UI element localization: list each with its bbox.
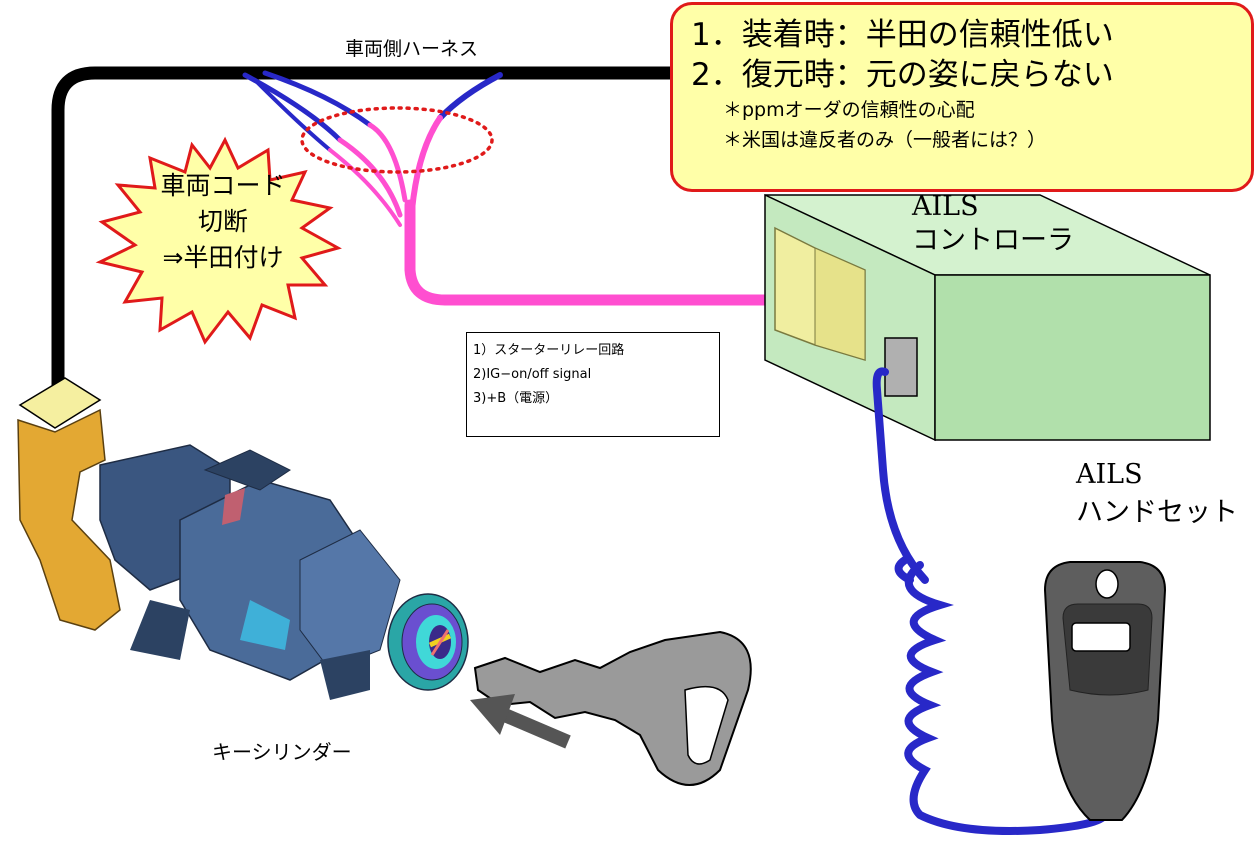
handset-port bbox=[884, 337, 918, 397]
issue-line-1: 1．装着時：半田の信頼性低い bbox=[691, 17, 1114, 53]
cylinder-connector-top bbox=[18, 377, 102, 429]
key-cylinder-assembly bbox=[17, 377, 469, 700]
handset-label: AILS ハンドセット bbox=[1076, 456, 1238, 532]
handset-label-line-1: AILS bbox=[1076, 459, 1143, 490]
note-line-1: ＊ppmオーダの信頼性の心配 bbox=[723, 99, 975, 121]
signal-item-2: 2)IG−on/off signal bbox=[473, 367, 592, 382]
vehicle-cable-black bbox=[51, 66, 682, 399]
key-cylinder-label: キーシリンダー bbox=[212, 740, 352, 764]
handset-coil-cord bbox=[872, 367, 1109, 835]
pink-trunk-wire bbox=[404, 199, 801, 306]
signal-list-box: 1）スターターリレー回路 2)IG−on/off signal 3)+B（電源） bbox=[466, 332, 720, 437]
controller-label-line-2: コントローラ bbox=[912, 225, 1074, 256]
note-line-2: ＊米国は違反者のみ（一般者には？） bbox=[723, 129, 1047, 151]
car-key bbox=[473, 630, 752, 786]
insert-arrow bbox=[470, 694, 571, 749]
ails-handset-device bbox=[1043, 561, 1167, 821]
signal-item-3: 3)+B（電源） bbox=[473, 391, 559, 406]
controller-label: AILS コントローラ bbox=[912, 190, 1074, 258]
signal-item-1: 1）スターターリレー回路 bbox=[473, 343, 625, 358]
issue-line-2: 2．復元時：元の姿に戻らない bbox=[691, 57, 1114, 93]
burst-line-1: 車両コード bbox=[160, 171, 286, 200]
issues-callout: 1．装着時：半田の信頼性低い 2．復元時：元の姿に戻らない ＊ppmオーダの信頼… bbox=[670, 2, 1254, 192]
burst-line-2: 切断 bbox=[197, 207, 248, 236]
burst-text: 車両コード 切断 ⇒半田付け bbox=[98, 168, 348, 276]
handset-label-line-2: ハンドセット bbox=[1076, 497, 1238, 528]
harness-label: 車両側ハーネス bbox=[345, 38, 479, 60]
ails-controller-box bbox=[764, 193, 1211, 442]
burst-line-3: ⇒半田付け bbox=[162, 243, 284, 272]
warning-burst bbox=[95, 136, 342, 345]
harness-wires bbox=[242, 70, 801, 306]
controller-label-line-1: AILS bbox=[912, 191, 979, 222]
solder-point-highlight bbox=[300, 106, 494, 174]
